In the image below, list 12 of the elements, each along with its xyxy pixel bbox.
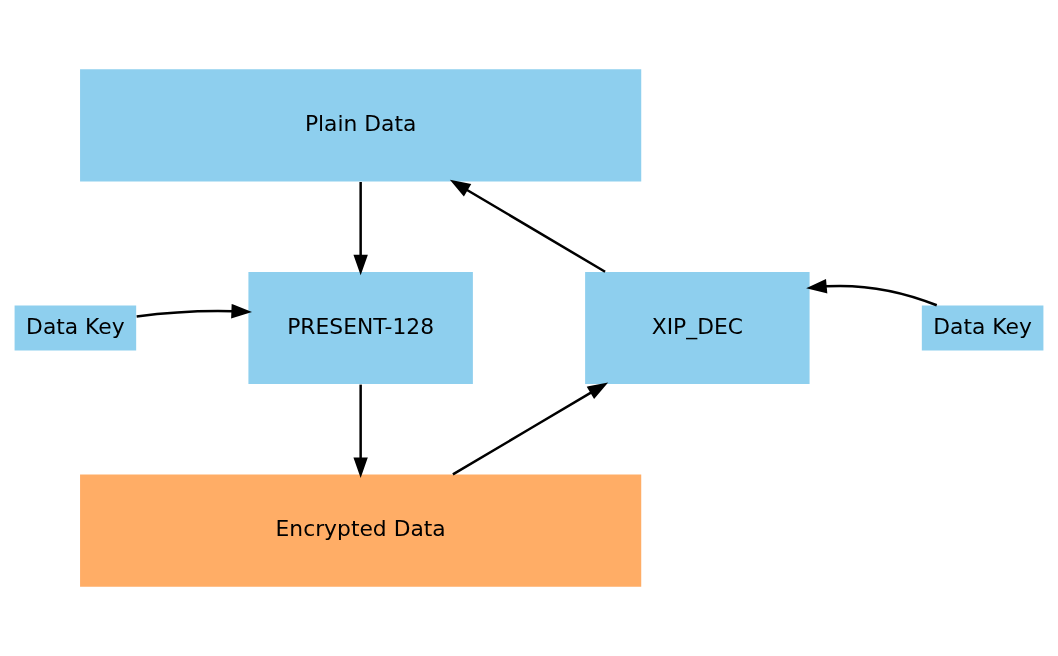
node-box: PRESENT-128 <box>248 271 473 385</box>
node-box: Plain Data <box>80 69 642 182</box>
arrow <box>452 382 609 476</box>
arrow <box>806 279 938 307</box>
node-box: Data Key <box>14 305 137 351</box>
arrow <box>449 179 606 273</box>
arrow <box>136 303 252 319</box>
arrow <box>353 384 368 478</box>
node-box: Data Key <box>921 305 1044 351</box>
node-box: XIP_DEC <box>585 271 810 385</box>
arrow <box>353 181 368 276</box>
node-box: Encrypted Data <box>80 474 642 587</box>
